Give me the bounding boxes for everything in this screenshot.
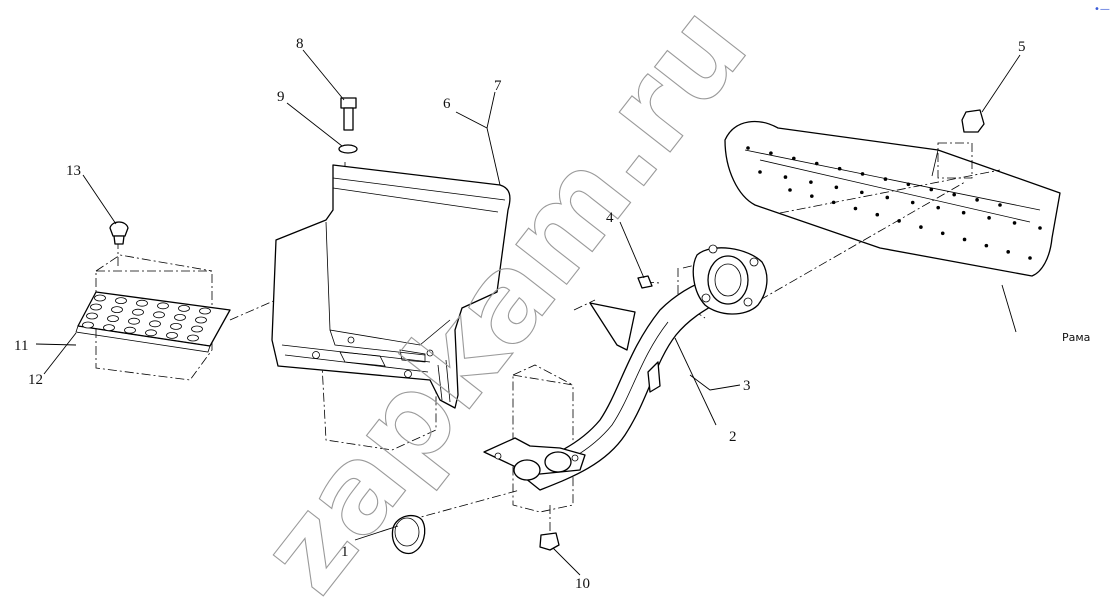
frame-hole bbox=[758, 170, 762, 174]
frame-hole bbox=[792, 156, 796, 161]
plate-hole bbox=[82, 321, 94, 329]
callout-2: 2 bbox=[729, 429, 737, 445]
plate-hole bbox=[170, 322, 182, 330]
frame-hole bbox=[853, 206, 858, 211]
callout-7: 7 bbox=[494, 78, 502, 94]
plate-hole bbox=[90, 303, 102, 311]
plate-hole bbox=[145, 329, 157, 337]
frame-hole bbox=[883, 177, 888, 181]
callout-12: 12 bbox=[28, 372, 43, 388]
fasteners bbox=[109, 97, 985, 551]
frame-holes bbox=[746, 146, 1042, 260]
frame-hole bbox=[962, 237, 967, 242]
frame-hole bbox=[940, 231, 945, 236]
leader-lines bbox=[35, 49, 1021, 576]
plate-hole bbox=[191, 325, 203, 333]
frame-hole bbox=[810, 194, 814, 198]
heat-shield bbox=[271, 164, 511, 409]
callout-1: 1 bbox=[341, 544, 349, 560]
plate-holes bbox=[82, 294, 211, 342]
plate-hole bbox=[153, 311, 165, 319]
frame-hole bbox=[961, 210, 966, 215]
frame-rail bbox=[724, 120, 1061, 277]
callout-labels: 1 2 3 4 5 6 7 8 9 10 11 12 13 Рама bbox=[14, 36, 1090, 592]
frame-hole bbox=[860, 172, 865, 176]
plate-hole bbox=[132, 308, 144, 316]
plate-hole bbox=[195, 316, 207, 324]
frame-hole bbox=[885, 195, 890, 200]
plate-hole bbox=[107, 315, 119, 323]
frame-hole bbox=[809, 180, 813, 184]
callout-6: 6 bbox=[443, 96, 451, 112]
exhaust-pipe bbox=[514, 244, 768, 491]
plate-hole bbox=[128, 317, 140, 325]
plate-hole bbox=[199, 307, 211, 315]
frame-hole bbox=[936, 205, 940, 210]
frame-hole bbox=[860, 190, 864, 195]
frame-hole bbox=[984, 243, 989, 248]
callout-3: 3 bbox=[743, 378, 751, 394]
plate-hole bbox=[103, 324, 115, 332]
plate-hole bbox=[187, 334, 199, 342]
frame-hole bbox=[906, 182, 911, 187]
corner-mark: •— bbox=[1094, 4, 1110, 15]
plate-hole bbox=[94, 294, 106, 302]
frame-hole bbox=[875, 212, 880, 217]
frame-hole bbox=[919, 225, 923, 229]
pipe-clamp bbox=[483, 437, 586, 481]
pipe-cap bbox=[391, 514, 426, 555]
frame-hole bbox=[1012, 221, 1017, 225]
frame-hole bbox=[837, 166, 842, 171]
plate-hole bbox=[124, 326, 136, 334]
plate-hole bbox=[86, 312, 98, 320]
frame-hole bbox=[814, 161, 819, 166]
callout-4: 4 bbox=[606, 210, 614, 226]
plate-hole bbox=[166, 331, 178, 339]
frame-hole bbox=[910, 200, 915, 205]
callout-8: 8 bbox=[296, 36, 304, 52]
callout-11: 11 bbox=[14, 338, 28, 354]
callout-10: 10 bbox=[575, 576, 590, 592]
frame-hole bbox=[975, 198, 979, 202]
frame-hole bbox=[1028, 256, 1032, 260]
frame-hole bbox=[769, 151, 773, 155]
frame-hole bbox=[783, 175, 788, 179]
plate-hole bbox=[178, 304, 190, 312]
plate-hole bbox=[174, 313, 186, 321]
callout-5: 5 bbox=[1018, 39, 1026, 55]
frame-hole bbox=[929, 187, 934, 192]
frame-hole bbox=[746, 146, 750, 150]
callout-9: 9 bbox=[277, 89, 285, 105]
frame-hole bbox=[998, 203, 1002, 207]
frame-hole bbox=[834, 185, 839, 190]
frame-hole bbox=[1006, 250, 1010, 254]
plate-hole bbox=[111, 306, 123, 314]
plate-hole bbox=[149, 320, 161, 328]
plate-hole bbox=[115, 297, 127, 305]
frame-hole bbox=[952, 192, 956, 197]
frame-hole bbox=[1038, 226, 1042, 230]
frame-label: Рама bbox=[1062, 331, 1090, 344]
callout-13: 13 bbox=[66, 163, 81, 179]
frame-hole bbox=[788, 188, 792, 192]
plate-hole bbox=[136, 299, 148, 307]
frame-hole bbox=[987, 216, 991, 220]
plate-hole bbox=[157, 302, 169, 310]
step-plate bbox=[75, 291, 231, 353]
